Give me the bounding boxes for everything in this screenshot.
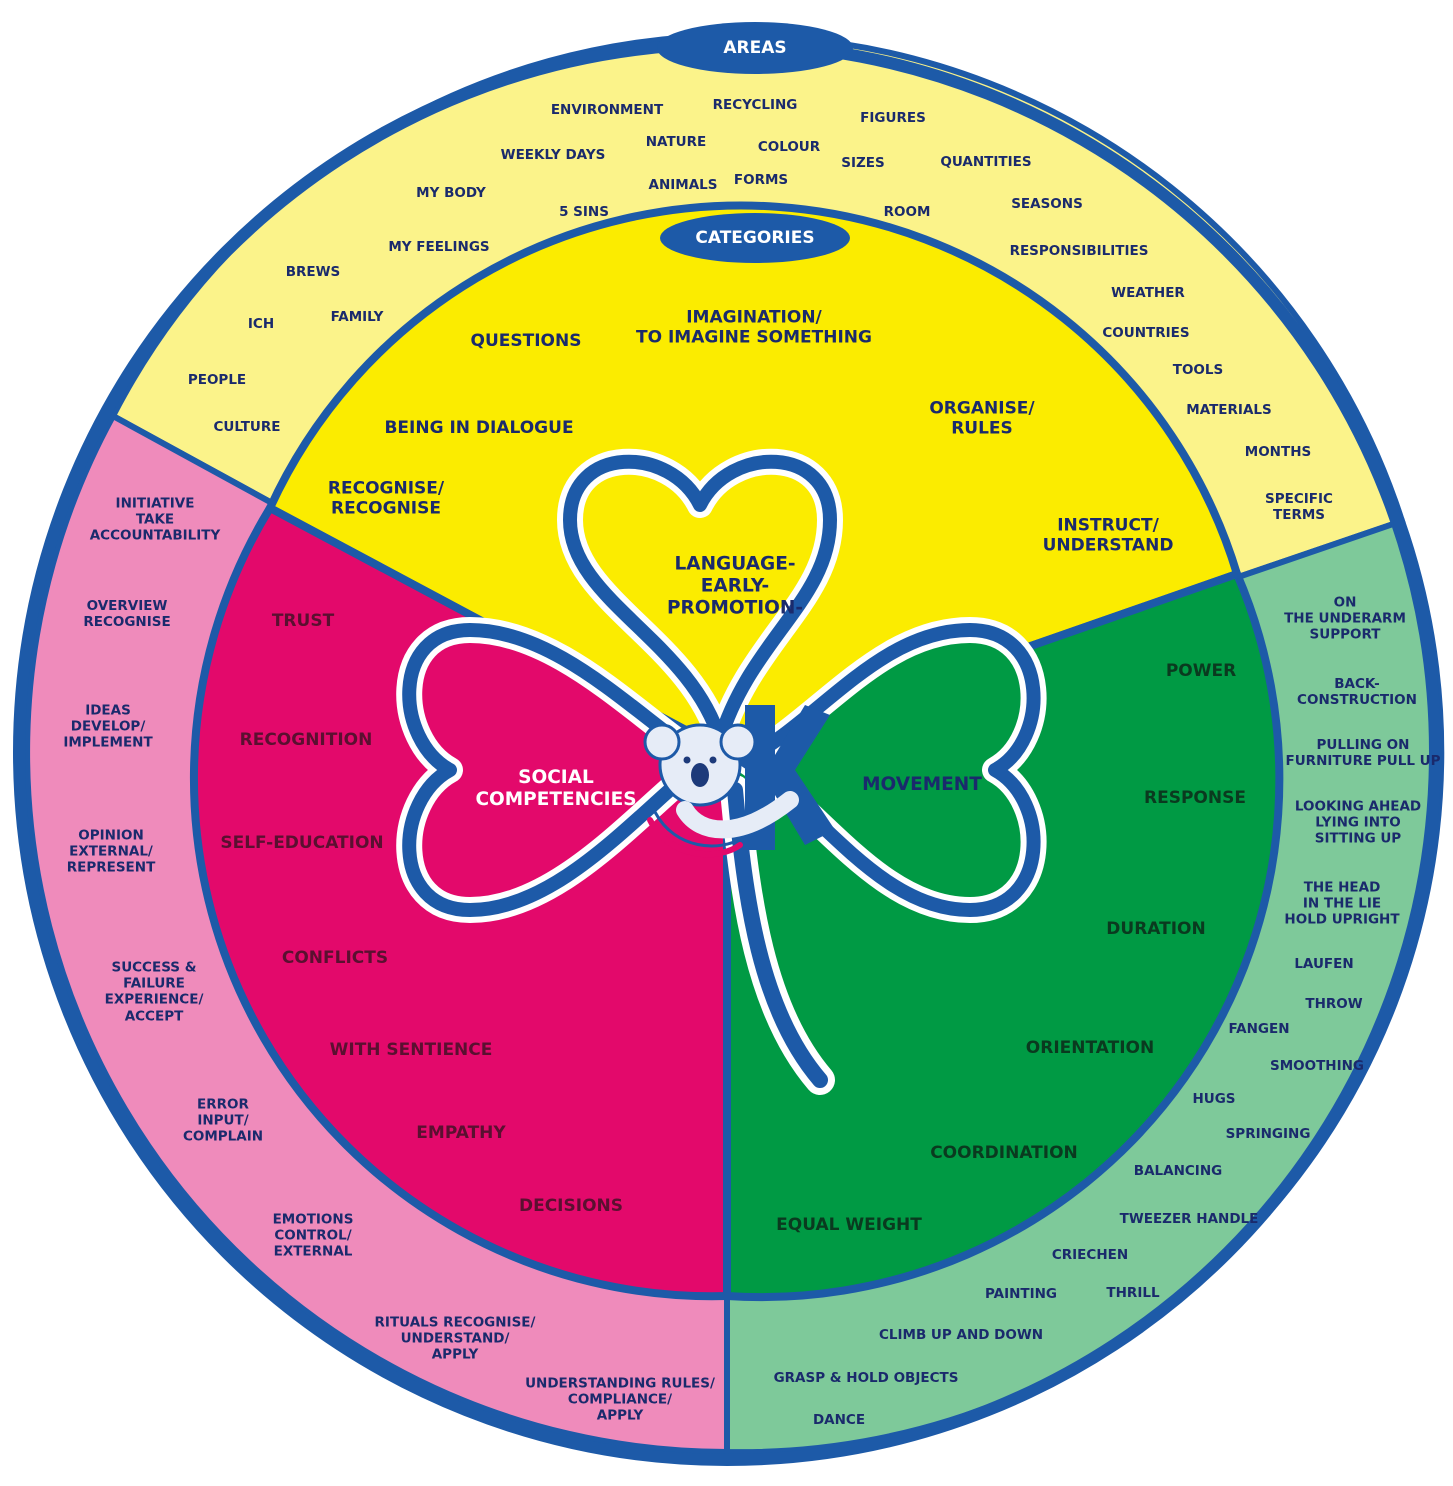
language-area: COLOUR <box>757 138 821 155</box>
movement-category: DURATION <box>1106 918 1206 939</box>
movement-area: GRASP & HOLD OBJECTS <box>773 1369 959 1386</box>
language-category: IMAGINATION/ TO IMAGINE SOMETHING <box>636 307 872 348</box>
movement-category: RESPONSE <box>1144 787 1246 808</box>
movement-area: FANGEN <box>1228 1020 1290 1037</box>
social-category: RECOGNITION <box>239 729 373 750</box>
language-area: RECYCLING <box>712 96 798 113</box>
language-area: NATURE <box>645 133 707 150</box>
movement-category: COORDINATION <box>930 1142 1078 1163</box>
language-area: SEASONS <box>1011 195 1083 212</box>
movement-area: ON THE UNDERARM SUPPORT <box>1284 594 1406 644</box>
social-area: INITIATIVE TAKE ACCOUNTABILITY <box>89 495 221 545</box>
social-category: EMPATHY <box>416 1122 506 1143</box>
social-area: EMOTIONS CONTROL/ EXTERNAL <box>272 1211 354 1261</box>
movement-area: TWEEZER HANDLE <box>1119 1210 1259 1227</box>
language-area: SIZES <box>841 154 885 171</box>
social-area: ERROR INPUT/ COMPLAIN <box>182 1096 264 1146</box>
language-area: 5 SINS <box>559 203 609 220</box>
language-area: ANIMALS <box>648 176 718 193</box>
movement-area: LAUFEN <box>1294 955 1354 972</box>
language-area: TOOLS <box>1172 361 1224 378</box>
areas-header-pill <box>657 22 853 74</box>
language-area: SPECIFIC TERMS <box>1265 490 1333 523</box>
language-area: FORMS <box>733 171 789 188</box>
language-category: BEING IN DIALOGUE <box>384 417 574 438</box>
language-area: FIGURES <box>860 109 926 126</box>
language-category: ORGANISE/ RULES <box>929 398 1035 439</box>
language-category: RECOGNISE/ RECOGNISE <box>327 478 445 519</box>
language-area: BREWS <box>285 263 341 280</box>
language-area: QUANTITIES <box>940 153 1032 170</box>
koala-k-logo <box>643 705 835 858</box>
movement-area: SPRINGING <box>1225 1125 1311 1142</box>
movement-area: BACK- CONSTRUCTION <box>1297 675 1417 708</box>
movement-category: EQUAL WEIGHT <box>776 1214 922 1235</box>
language-area: WEEKLY DAYS <box>500 146 606 163</box>
social-category: SELF-EDUCATION <box>220 832 384 853</box>
social-area: RITUALS RECOGNISE/ UNDERSTAND/ APPLY <box>374 1314 536 1364</box>
social-area: IDEAS DEVELOP/ IMPLEMENT <box>63 702 153 752</box>
social-area: OVERVIEW RECOGNISE <box>83 597 171 630</box>
social-area: UNDERSTANDING RULES/ COMPLIANCE/ APPLY <box>525 1375 715 1425</box>
movement-title: MOVEMENT <box>862 773 982 795</box>
movement-area: BALANCING <box>1133 1162 1223 1179</box>
movement-area: PULLING ON FURNITURE PULL UP <box>1285 736 1441 769</box>
movement-area: THE HEAD IN THE LIE HOLD UPRIGHT <box>1284 879 1400 929</box>
language-category: QUESTIONS <box>470 330 582 351</box>
areas-header: AREAS <box>723 38 787 58</box>
movement-area: PAINTING <box>984 1285 1058 1302</box>
social-category: DECISIONS <box>518 1195 624 1216</box>
language-area: WEATHER <box>1111 284 1185 301</box>
language-area: PEOPLE <box>187 371 247 388</box>
language-area: COUNTRIES <box>1102 324 1190 341</box>
language-category: INSTRUCT/ UNDERSTAND <box>1042 515 1174 556</box>
categories-header-pill <box>660 213 850 263</box>
movement-area: THROW <box>1305 995 1363 1012</box>
language-area: MY FEELINGS <box>388 238 490 255</box>
language-area: MATERIALS <box>1186 401 1272 418</box>
movement-category: ORIENTATION <box>1025 1037 1155 1058</box>
language-area: FAMILY <box>330 308 384 325</box>
movement-area: THRILL <box>1106 1284 1160 1301</box>
language-area: CULTURE <box>213 418 281 435</box>
social-area: SUCCESS & FAILURE EXPERIENCE/ ACCEPT <box>104 959 204 1025</box>
social-area: OPINION EXTERNAL/ REPRESENT <box>66 827 156 877</box>
language-area: ROOM <box>883 203 931 220</box>
language-area: ENVIRONMENT <box>550 101 664 118</box>
movement-area: CRIECHEN <box>1051 1246 1129 1263</box>
language-title: LANGUAGE- EARLY- PROMOTION- <box>666 553 804 620</box>
movement-area: CLIMB UP AND DOWN <box>878 1326 1044 1343</box>
social-category: CONFLICTS <box>281 947 389 968</box>
movement-area: SMOOTHING <box>1269 1057 1365 1074</box>
language-area: RESPONSIBILITIES <box>1009 242 1149 259</box>
categories-header: CATEGORIES <box>695 228 815 248</box>
movement-area: HUGS <box>1192 1090 1236 1107</box>
movement-area: LOOKING AHEAD LYING INTO SITTING UP <box>1294 798 1422 848</box>
language-area: MY BODY <box>416 184 486 201</box>
social-title: SOCIAL COMPETENCIES <box>475 766 637 810</box>
movement-area: DANCE <box>812 1411 866 1428</box>
movement-category: POWER <box>1165 660 1237 681</box>
language-area: ICH <box>247 315 275 332</box>
language-area: MONTHS <box>1244 443 1312 460</box>
social-category: WITH SENTIENCE <box>329 1039 493 1060</box>
social-category: TRUST <box>271 610 335 631</box>
